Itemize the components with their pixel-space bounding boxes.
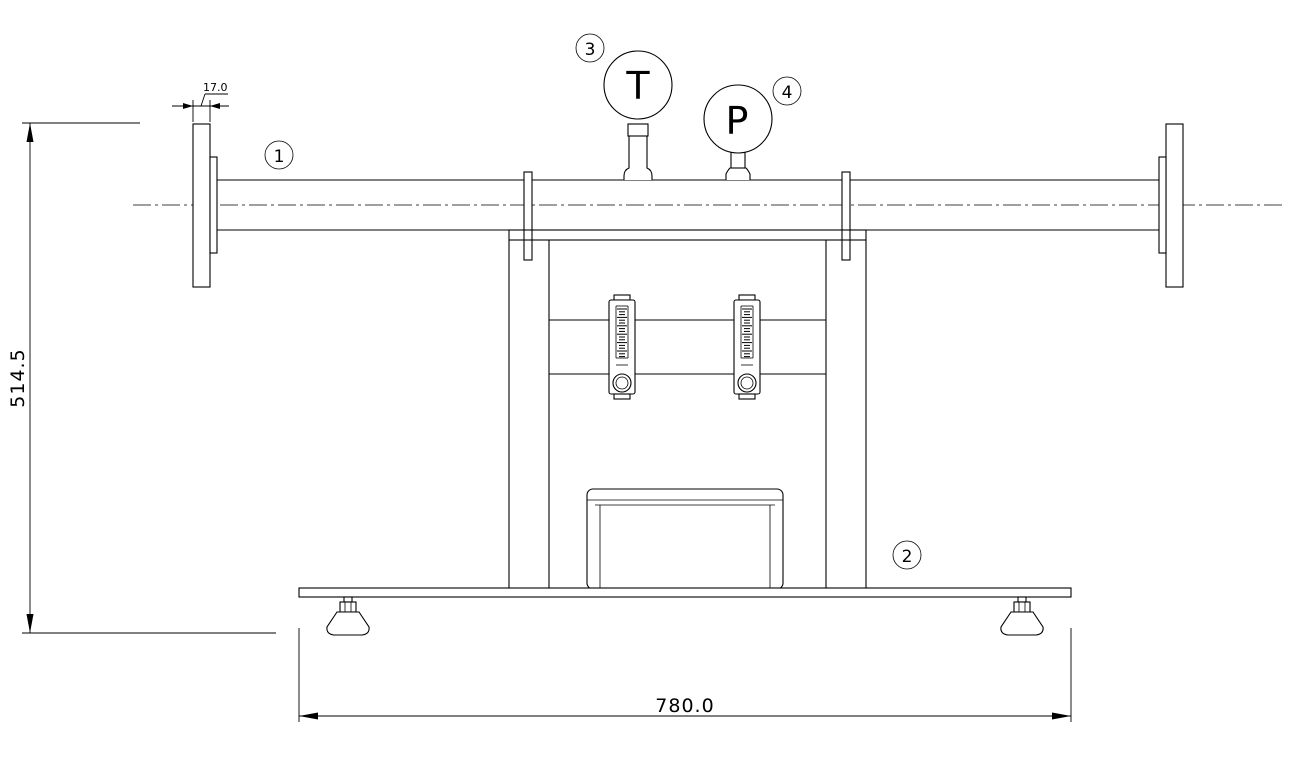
callout-2-number: 2 — [902, 547, 913, 567]
temperature-gauge-symbol: T — [625, 64, 650, 108]
flange-thickness-dimension: 17.0 — [172, 81, 229, 122]
coupling-flange-left — [523, 171, 533, 261]
callout-3: 3 — [575, 33, 605, 63]
callout-1-number: 1 — [274, 147, 285, 167]
leveling-foot-left — [326, 596, 370, 636]
callout-2: 2 — [892, 540, 922, 570]
flowmeter-left — [608, 294, 636, 400]
callout-4-number: 4 — [782, 83, 793, 103]
flowmeter-right — [733, 294, 761, 400]
callout-1: 1 — [264, 140, 294, 170]
control-box — [586, 488, 784, 590]
callout-4: 4 — [772, 76, 802, 106]
flowmeter-bottom-cap — [613, 393, 631, 400]
callout-3-number: 3 — [585, 40, 596, 60]
flowmeter-bottom-cap — [738, 393, 756, 400]
pressure-gauge-symbol: P — [726, 99, 749, 143]
flange-thickness-value: 17.0 — [203, 81, 228, 94]
stand-frame — [508, 229, 867, 588]
temperature-gauge-dial — [603, 50, 673, 120]
flowmeter-scale — [742, 308, 752, 358]
leveling-foot-right — [1000, 596, 1044, 636]
flowmeter-top-cap — [738, 294, 756, 301]
height-dimension-value: 514.5 — [7, 348, 29, 407]
right-end-flange — [1158, 123, 1184, 288]
left-end-flange — [192, 123, 218, 288]
flowmeter-scale — [617, 308, 627, 358]
height-dimension: 514.5 — [7, 122, 276, 634]
flowmeter-top-cap — [613, 294, 631, 301]
coupling-flange-right — [841, 171, 851, 261]
width-dimension-value: 780.0 — [655, 695, 714, 717]
width-dimension: 780.0 — [298, 628, 1072, 722]
temperature-gauge: T — [603, 50, 673, 180]
pressure-gauge-dial — [703, 84, 773, 154]
base-plate — [298, 587, 1072, 598]
pressure-gauge: P — [703, 84, 773, 180]
